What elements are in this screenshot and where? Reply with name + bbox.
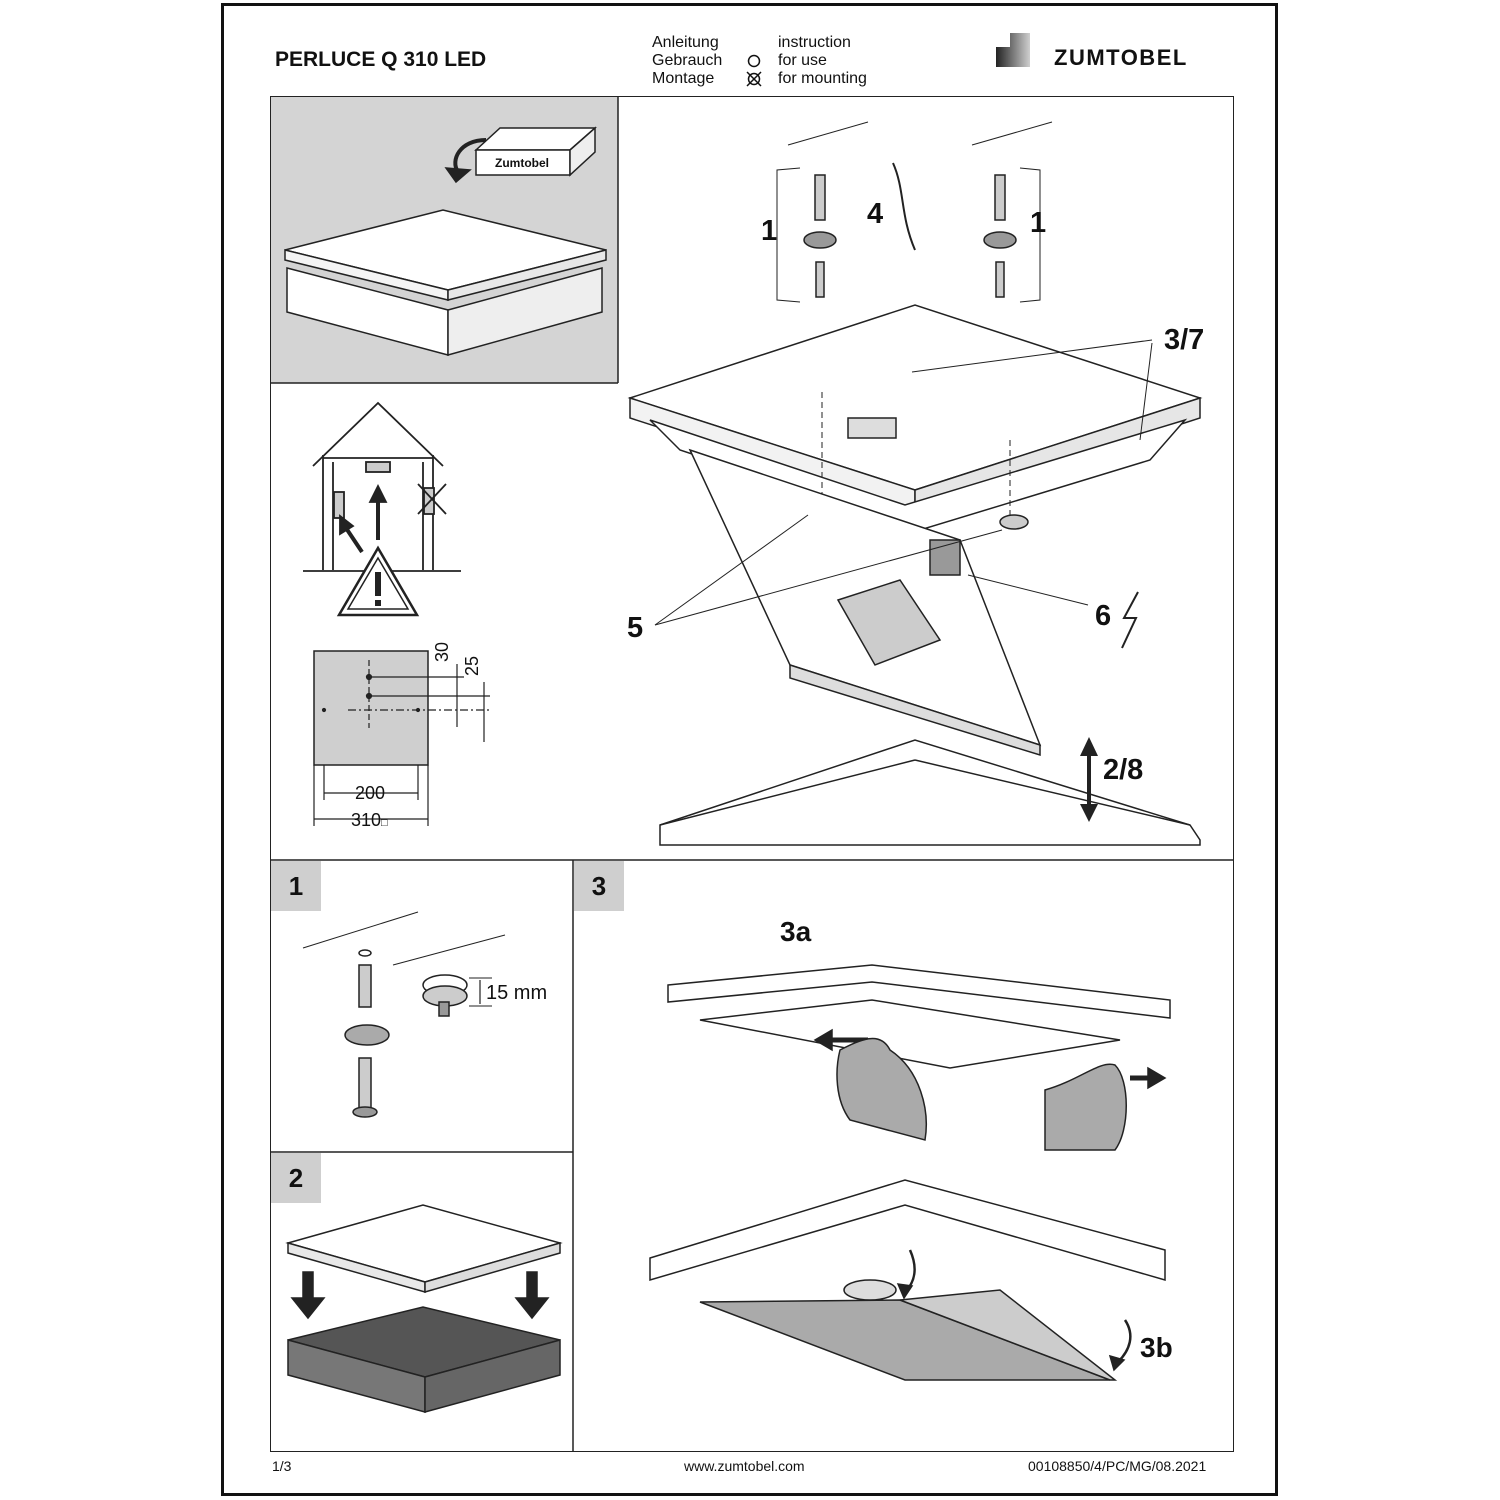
step1-depth: 15 mm (486, 982, 548, 1004)
header-en-3: for mounting (778, 70, 867, 87)
header-de-1: Anleitung (652, 34, 719, 51)
mounting-crossed-circle-icon (746, 71, 762, 87)
zumtobel-logo-icon (996, 33, 1030, 67)
step2-label: 2 (271, 1153, 321, 1203)
callout-screw-left: 1 (761, 215, 778, 247)
main-exploded-view (627, 121, 1203, 846)
page-title: PERLUCE Q 310 LED (275, 48, 487, 71)
packaging-box-illustration (444, 126, 597, 184)
header-en-2: for use (778, 52, 827, 69)
callout-hooks: 5 (627, 612, 644, 644)
step1-illustration (302, 911, 506, 1118)
step1-label: 1 (271, 861, 321, 911)
drilling-template-drawing (313, 650, 490, 826)
document-code: 00108850/4/PC/MG/08.2021 (1028, 1458, 1207, 1474)
website-link[interactable]: www.zumtobel.com (684, 1458, 805, 1474)
header-en-1: instruction (778, 34, 851, 51)
dim-offset-b: 25 (462, 655, 482, 676)
brand-name: ZUMTOBEL (1054, 45, 1188, 70)
packaging-label: Zumtobel (495, 156, 549, 170)
warning-triangle-icon (336, 545, 420, 617)
step3b-illustration (649, 1179, 1166, 1381)
header-de-2: Gebrauch (652, 52, 723, 69)
step3b-label: 3b (1140, 1332, 1173, 1363)
step2-illustration (285, 1204, 563, 1413)
dim-offset-a: 30 (432, 641, 452, 662)
lightning-icon (1121, 591, 1139, 649)
dim-hole-spacing: 200 (355, 783, 386, 803)
instruction-grid (270, 96, 1234, 1452)
house-placement-diagram (303, 401, 461, 572)
callout-cable: 4 (867, 198, 884, 230)
luminaire-illustration (284, 209, 607, 356)
callout-terminal: 6 (1095, 600, 1112, 632)
page-number: 1/3 (272, 1458, 292, 1474)
step3a-label: 3a (780, 916, 812, 947)
up-down-arrow-icon (1080, 737, 1098, 822)
step3a-illustration (667, 964, 1171, 1151)
callout-cover: 2/8 (1103, 754, 1144, 786)
use-circle-icon (747, 54, 761, 68)
callout-clips: 3/7 (1164, 324, 1205, 356)
step3-label: 3 (574, 861, 624, 911)
callout-screw-right: 1 (1030, 207, 1047, 239)
header-de-3: Montage (652, 70, 715, 87)
dim-size: 310□ (351, 810, 388, 830)
